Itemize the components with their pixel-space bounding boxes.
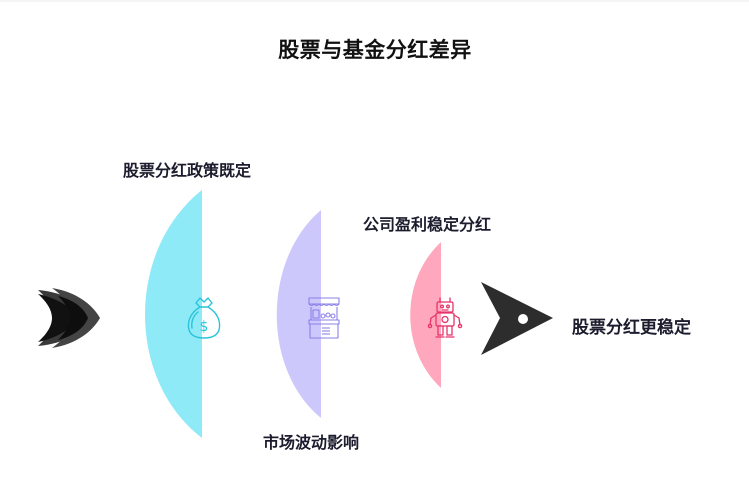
svg-text:$: $ bbox=[200, 319, 209, 335]
stage-1-label: 股票分红政策既定 bbox=[123, 161, 252, 180]
top-border bbox=[0, 0, 749, 2]
robot-icon bbox=[427, 297, 463, 338]
market-stall-icon bbox=[308, 297, 340, 339]
stage-2-label: 市场波动影响 bbox=[263, 433, 360, 452]
stage-3-label: 公司盈利稳定分红 bbox=[363, 215, 492, 234]
stage-2-shape bbox=[276, 210, 321, 418]
end-label: 股票分红更稳定 bbox=[572, 318, 691, 338]
diagram-title: 股票与基金分红差异 bbox=[278, 38, 472, 62]
arrowhead-pointer-icon bbox=[481, 282, 553, 355]
stage-3-shape bbox=[410, 242, 441, 388]
double-chevron-arrow-icon bbox=[38, 288, 100, 348]
money-bag-icon: $ bbox=[187, 297, 221, 339]
stage-1-shape bbox=[145, 190, 202, 438]
